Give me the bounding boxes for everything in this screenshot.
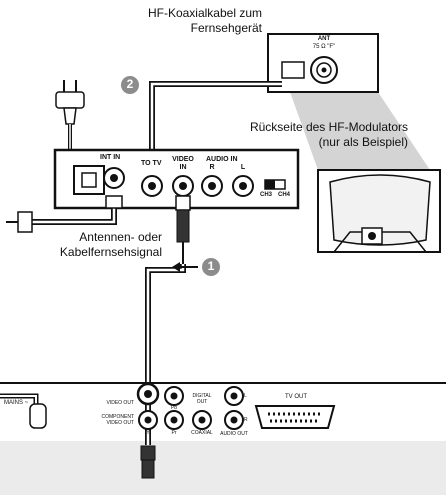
digital-out-label: DIGITAL OUT — [188, 393, 216, 405]
tv-set — [317, 169, 441, 253]
step-1-badge — [202, 258, 220, 276]
audio-out-r-label: R — [244, 417, 248, 423]
digital-out-label-line1: DIGITAL — [192, 393, 212, 399]
tv-out-label: TV OUT — [285, 394, 307, 400]
component-label-line2: VIDEO OUT — [106, 420, 134, 426]
mains-label: MAINS ~ — [4, 400, 29, 406]
ch4-label: CH4 — [278, 192, 291, 198]
pb-label: Pb — [170, 405, 178, 411]
hf-cable-label: HF-Koaxialkabel zum Fernsehgerät — [130, 6, 262, 36]
audio-r-label: R — [209, 164, 215, 171]
component-label: COMPONENT VIDEO OUT — [80, 414, 135, 426]
tv-antenna-jack — [267, 33, 379, 93]
pr-label: Pr — [171, 430, 177, 436]
modulator-back-label-line2: (nur als Beispiel) — [318, 135, 408, 149]
antenna-signal-label-line2: Kabelfernsehsignal — [59, 245, 162, 259]
dvd-player-back — [0, 382, 446, 430]
video-label: VIDEO — [172, 156, 194, 163]
component-label-line1: COMPONENT — [101, 414, 135, 420]
video-cable — [140, 195, 191, 479]
to-tv-label: TO TV — [141, 160, 162, 167]
video-in-label: IN — [179, 164, 187, 171]
audio-in-label: AUDIO IN — [206, 156, 238, 163]
audio-out-label: AUDIO OUT — [220, 431, 248, 437]
power-plug — [55, 80, 85, 172]
ch3-label: CH3 — [260, 192, 273, 198]
antenna-cable-end — [17, 211, 33, 233]
coaxial-label: COAXIAL — [191, 430, 213, 436]
hf-cable-label-line1: HF-Koaxialkabel zum — [147, 6, 262, 20]
video-out-label: VIDEO OUT — [106, 400, 134, 406]
audio-out-l-label: L — [244, 393, 247, 399]
tv-jack-ant-label: ANT — [317, 36, 331, 42]
step-2-number: 2 — [126, 77, 134, 91]
step-2-badge — [121, 76, 139, 94]
antenna-signal-label: Antennen- oder Kabelfernsehsignal — [20, 230, 162, 260]
digital-out-label-line2: OUT — [196, 399, 208, 405]
hf-modulator — [53, 148, 300, 210]
modulator-back-label-line1: Rückseite des HF-Modulators — [249, 120, 408, 134]
tv-projection-shade — [290, 92, 430, 170]
y-label: Y — [146, 430, 150, 436]
int-in-label: INT IN — [100, 154, 121, 161]
modulator-back-label: Rückseite des HF-Modulators (nur als Bei… — [166, 120, 408, 150]
tv-jack-ohm-label: 75 Ω "F" — [312, 44, 336, 50]
audio-l-label: L — [240, 164, 246, 171]
antenna-cable-plug — [105, 195, 123, 209]
step-1-number: 1 — [207, 259, 215, 273]
hf-cable-label-line2: Fernsehgerät — [190, 21, 262, 35]
antenna-signal-label-line1: Antennen- oder — [79, 230, 162, 244]
